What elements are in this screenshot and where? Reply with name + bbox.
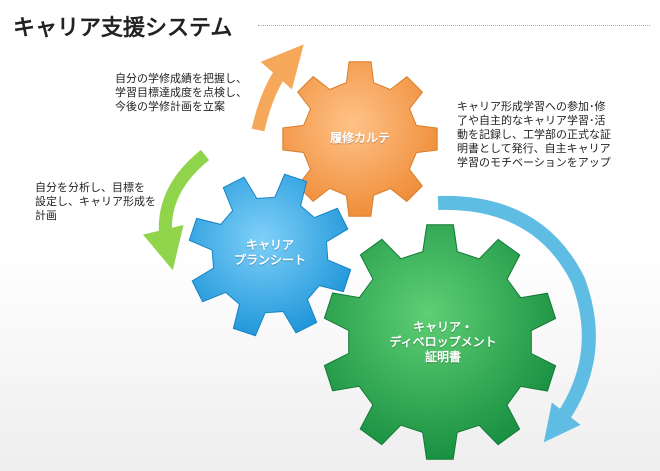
note-right: キャリア形成学習への参加･修 了や自主的なキャリア学習･活 動を記録し、工学部の… [457, 100, 611, 169]
gear-orange [282, 61, 438, 217]
title-divider [258, 25, 650, 26]
gear-label-green: キャリア・ ディベロップメント 証明書 [389, 320, 497, 364]
note-top-left: 自分の学修成績を把握し、 学習目標達成度を点検し、 今後の学修計画を立案 [115, 72, 247, 113]
gear-green [323, 224, 557, 460]
note-mid-left: 自分を分析し、目標を 設定し、キャリア形成を 計画 [35, 181, 156, 222]
page-title: キャリア支援システム [13, 16, 233, 41]
arrow-orange [251, 44, 304, 132]
gear-label-blue: キャリア プランシート [233, 238, 306, 267]
gear-blue [188, 173, 352, 337]
arrow-blue [437, 195, 596, 443]
arrow-green [142, 149, 210, 271]
gear-label-orange: 履修カルテ [329, 131, 390, 145]
